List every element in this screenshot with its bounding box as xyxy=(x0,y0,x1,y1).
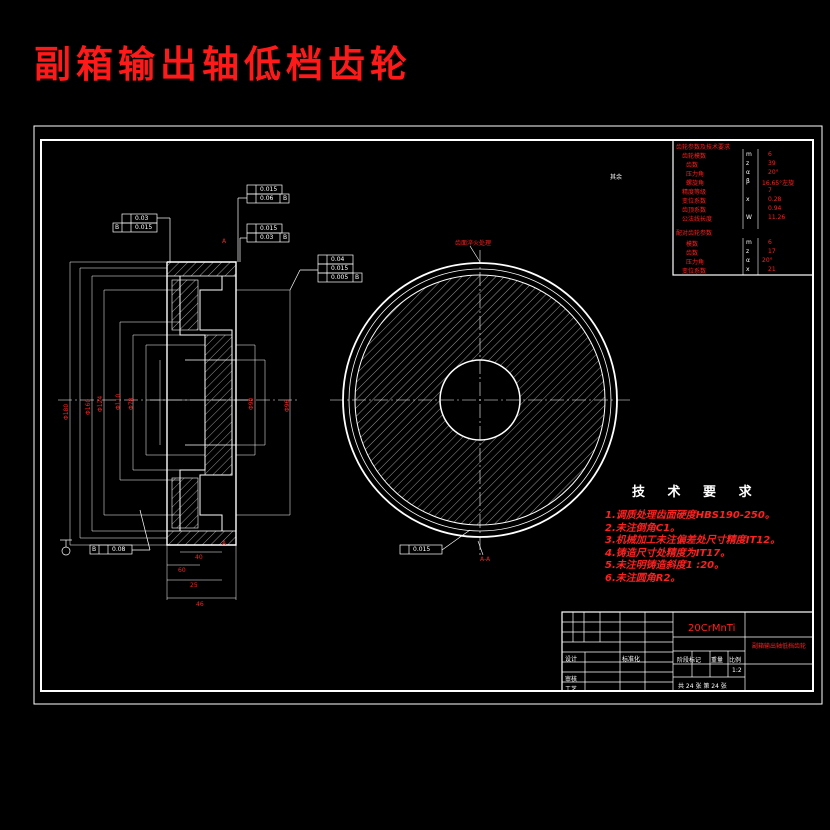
datum-letter: B xyxy=(283,234,288,241)
tb-process: 工艺 xyxy=(565,686,578,693)
datum-letter: B xyxy=(283,195,288,202)
datum-letter: B xyxy=(355,274,360,281)
tb-review: 审核 xyxy=(565,676,578,683)
tol-value: 0.03 xyxy=(135,215,149,222)
part-name-label: 副箱输出轴低档齿轮 xyxy=(752,643,807,650)
param-cell: 变位系数 xyxy=(682,198,707,205)
param-cell: 0.28 xyxy=(768,196,782,203)
dim-diameter: Φ160 xyxy=(85,398,92,415)
tol-value: 0.03 xyxy=(260,234,274,241)
tol-value: 0.04 xyxy=(331,256,345,263)
param-cell: 公法线长度 xyxy=(682,216,713,223)
tech-requirements-heading: 技 术 要 求 xyxy=(632,485,761,500)
param-cell: z xyxy=(746,248,750,255)
diameter-dimension-lines xyxy=(69,261,291,600)
param-cell: 11.26 xyxy=(768,214,786,221)
param-cell: m xyxy=(746,239,752,246)
param-cell: 压力角 xyxy=(686,259,705,266)
tol-value: 0.005 xyxy=(331,274,349,281)
param-cell: 17 xyxy=(768,248,776,255)
param-cell: 20° xyxy=(768,169,779,176)
param-cell: β xyxy=(746,178,750,185)
tech-requirement-item: 6.未注圆角R2。 xyxy=(605,572,681,584)
gear-note: 齿面淬火处理 xyxy=(455,240,492,247)
param-cell: m xyxy=(746,151,752,158)
datum-letter: B xyxy=(115,224,120,231)
tb-stage-mark: 阶段标记 xyxy=(677,657,702,664)
param-cell: 6 xyxy=(768,239,772,246)
dim-width: 46 xyxy=(196,601,204,608)
material-label: 20CrMnTi xyxy=(688,623,736,634)
param-cell: 齿数 xyxy=(686,162,699,169)
gear-front-view xyxy=(330,245,632,556)
tb-standard: 标准化 xyxy=(622,656,641,663)
param-table-grid xyxy=(672,139,814,276)
roughness-note: 其余 xyxy=(610,174,623,181)
param-cell: α xyxy=(746,169,750,176)
tech-requirements-list: 1.调质处理齿面硬度HBS190-250。 2.未注倒角C1。 3.机械加工未注… xyxy=(605,510,780,585)
tech-requirement-item: 1.调质处理齿面硬度HBS190-250。 xyxy=(605,510,775,521)
param-cell: 压力角 xyxy=(686,171,705,178)
tech-requirement-item: 4.铸造尺寸处精度为IT17。 xyxy=(605,547,731,559)
tol-value: 0.015 xyxy=(331,265,349,272)
tol-value: 0.015 xyxy=(260,225,278,232)
param-cell: α xyxy=(746,257,750,264)
gear-section-view xyxy=(58,261,300,546)
tol-value: 0.08 xyxy=(112,546,126,553)
param-cell: 齿数 xyxy=(686,250,699,257)
param-cell: 20° xyxy=(762,257,773,264)
param-cell: 0.94 xyxy=(768,205,782,212)
dim-diameter: Φ96 xyxy=(284,399,291,412)
param-cell: 精度等级 xyxy=(682,189,707,196)
param-cell: 模数 xyxy=(686,241,699,248)
tol-value: 0.06 xyxy=(260,195,274,202)
tb-scale-label: 比例 xyxy=(729,657,742,664)
tb-scale-value: 1:2 xyxy=(732,667,742,674)
datum-label: A xyxy=(222,238,227,245)
section-label: A-A xyxy=(480,556,491,563)
param-cell: 21 xyxy=(768,266,776,273)
dim-diameter: Φ78 xyxy=(128,397,135,410)
tol-value: 0.015 xyxy=(135,224,153,231)
param-cell: W xyxy=(746,214,752,221)
dim-diameter: Φ90 xyxy=(248,397,255,410)
param-cell: 16.65°左旋 xyxy=(762,180,795,187)
param-cell: x xyxy=(746,266,750,273)
tech-requirement-item: 5.未注明铸造斜度1 :20。 xyxy=(605,560,725,571)
param-cell: x xyxy=(746,196,750,203)
tb-weight: 重量 xyxy=(711,657,724,664)
param-cell: z xyxy=(746,160,750,167)
dim-width: 25 xyxy=(190,582,198,589)
tech-requirement-item: 3.机械加工未注偏差处尺寸精度IT12。 xyxy=(605,535,781,546)
param-row-header: 配对齿轮参数 xyxy=(676,230,713,237)
param-row-header: 齿轮参数及技术要求 xyxy=(676,144,731,151)
inner-frame xyxy=(40,139,814,692)
tol-value: 0.015 xyxy=(260,186,278,193)
datum-label: A xyxy=(222,540,227,547)
drawing-title: 副箱输出轴低档齿轮 xyxy=(34,42,412,86)
tech-requirement-item: 2.未注倒角C1。 xyxy=(605,522,681,534)
tb-sheet-info: 共 24 张 第 24 张 xyxy=(678,683,727,690)
param-cell: 7 xyxy=(768,187,772,194)
tolerance-frames xyxy=(60,184,471,556)
param-cell: 齿轮模数 xyxy=(682,153,707,160)
datum-letter: B xyxy=(92,546,97,553)
dim-width: 40 xyxy=(195,554,203,561)
tb-design: 设计 xyxy=(565,656,578,663)
outer-frame xyxy=(33,125,823,705)
dim-width: 60 xyxy=(178,567,186,574)
param-cell: 6 xyxy=(768,151,772,158)
dim-diameter: Φ110 xyxy=(115,393,122,410)
param-cell: 齿顶系数 xyxy=(682,207,707,214)
dim-diameter: Φ124 xyxy=(97,395,104,412)
dim-diameter: Φ180 xyxy=(63,403,70,420)
param-cell: 39 xyxy=(768,160,776,167)
tol-value: 0.015 xyxy=(413,546,431,553)
param-cell: 变位系数 xyxy=(682,268,707,275)
param-cell: 螺旋角 xyxy=(686,180,705,187)
title-block-grid xyxy=(561,611,814,692)
